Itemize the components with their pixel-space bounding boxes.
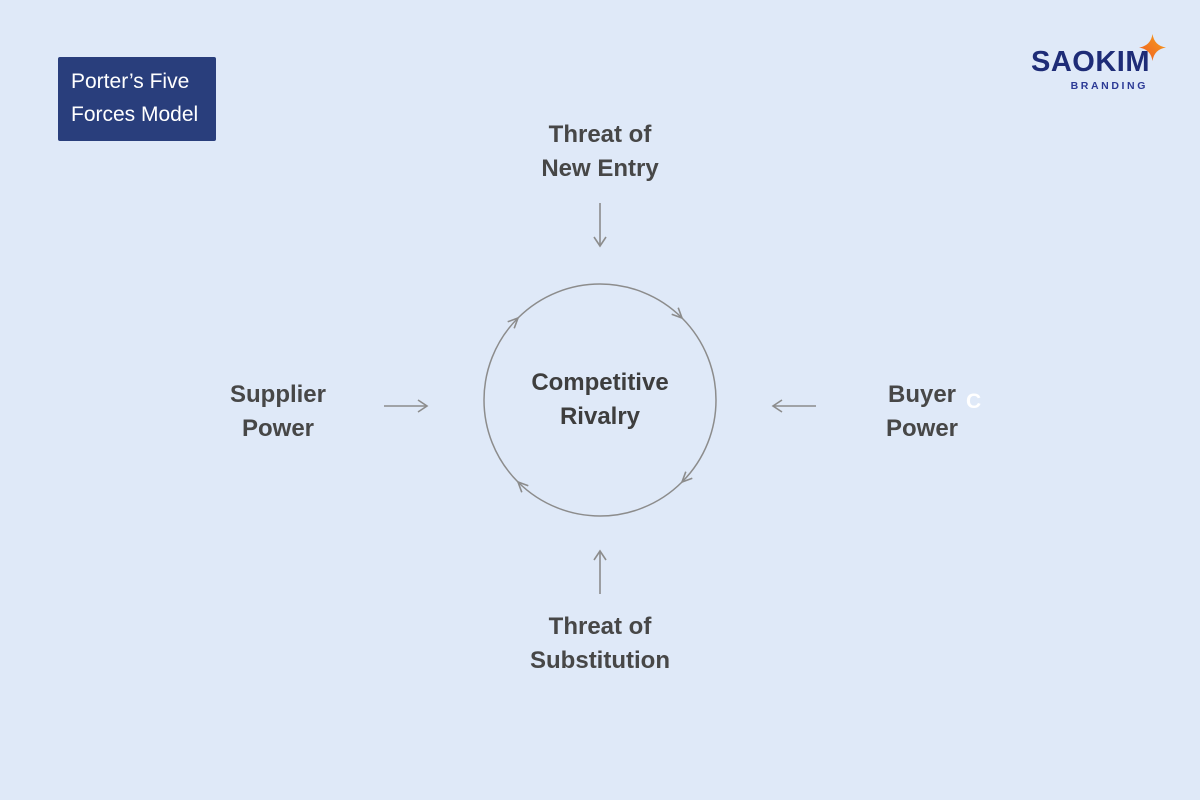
force-supplier-power: Supplier Power	[128, 378, 428, 446]
force-bottom-line1: Threat of	[548, 613, 652, 640]
saokim-logo: SAOKIM BRANDING	[1031, 34, 1166, 92]
force-threat-of-new-entry: Threat of New Entry	[450, 118, 750, 186]
rotation-arrowhead-icon	[506, 307, 694, 494]
force-left-line1: Supplier	[229, 381, 326, 408]
force-left-line2: Power	[241, 415, 315, 442]
arrow-down-icon	[593, 203, 607, 248]
force-right-line2: Power	[885, 415, 959, 442]
force-right-line1: Buyer	[887, 381, 957, 408]
logo-tagline: BRANDING	[1070, 80, 1148, 92]
force-bottom-line2: Substitution	[530, 647, 670, 674]
force-threat-of-substitution: Threat of Substitution	[450, 610, 750, 678]
stray-letter-c: C	[966, 390, 982, 413]
title-badge-line2: Forces Model	[71, 103, 199, 126]
arrow-up-icon	[593, 549, 607, 594]
center-competitive-rivalry-label: Competitive Rivalry	[450, 366, 750, 434]
competitive-rivalry-circle	[483, 283, 717, 517]
arrow-right-icon	[384, 399, 429, 413]
logo-name-wrap: SAOKIM	[1031, 34, 1166, 79]
arrow-left-icon	[771, 399, 816, 413]
force-buyer-power: Buyer Power	[772, 378, 1072, 446]
force-top-line2: New Entry	[541, 155, 659, 182]
center-line1: Competitive	[531, 369, 669, 396]
center-line2: Rivalry	[559, 403, 641, 430]
title-badge-line1: Porter’s Five	[71, 70, 190, 93]
force-top-line1: Threat of	[548, 121, 652, 148]
title-badge: Porter’s Five Forces Model	[58, 57, 217, 141]
sparkle-icon	[1139, 34, 1166, 61]
logo-wordmark: SAOKIM	[1031, 46, 1150, 78]
